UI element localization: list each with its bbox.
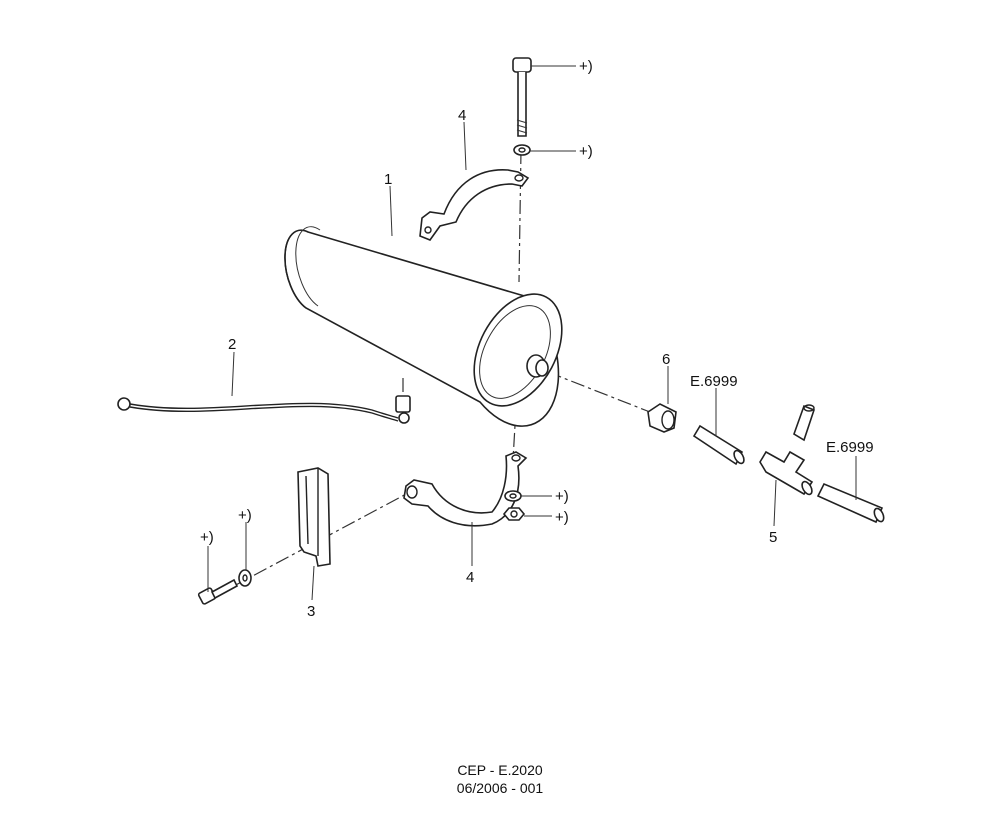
leader-tank (389, 185, 393, 237)
axis-top-bolt (518, 149, 522, 283)
washer-left (238, 569, 252, 587)
leader-strap-top (463, 121, 467, 171)
label-strap-top: 4 (458, 107, 466, 124)
label-tank: 1 (384, 171, 392, 188)
drawing-date-revision: 06/2006 - 001 (456, 780, 544, 796)
label-tee: 5 (769, 529, 777, 546)
label-cable: 2 (228, 336, 236, 353)
hose-short (793, 404, 815, 442)
fitting (647, 403, 677, 433)
hex-nut-bottom (502, 507, 526, 521)
tee-connector (759, 450, 814, 496)
axis-tank-outlet (547, 371, 651, 413)
washer-bottom (504, 490, 522, 502)
hose-right (816, 482, 885, 524)
hex-bolt-left (197, 578, 239, 605)
ground-cable (117, 395, 411, 424)
hose-left (692, 424, 745, 466)
label-plus-washer-bottom: +) (555, 488, 569, 505)
label-strap-bottom: 4 (466, 569, 474, 586)
leader-tee (773, 479, 777, 527)
hex-bolt-top (512, 57, 532, 137)
leader-cable (231, 351, 235, 397)
air-tank (284, 226, 563, 427)
label-ref-right: E.6999 (826, 439, 874, 456)
washer-top (513, 144, 531, 156)
clamp-strap-top (419, 169, 530, 241)
drawing-reference: CEP - E.2020 (457, 762, 543, 778)
label-ref-left: E.6999 (690, 373, 738, 390)
label-plus-washer-top: +) (579, 143, 593, 160)
label-plus-nut-bottom: +) (555, 509, 569, 526)
label-bracket: 3 (307, 603, 315, 620)
clamp-strap-bottom (403, 451, 528, 527)
leader-bracket (311, 565, 315, 601)
mounting-bracket (297, 467, 331, 567)
label-plus-bolt-left: +) (200, 529, 214, 546)
label-plus-bolt-top: +) (579, 58, 593, 75)
label-fitting: 6 (662, 351, 670, 368)
label-plus-washer-left: +) (238, 507, 252, 524)
